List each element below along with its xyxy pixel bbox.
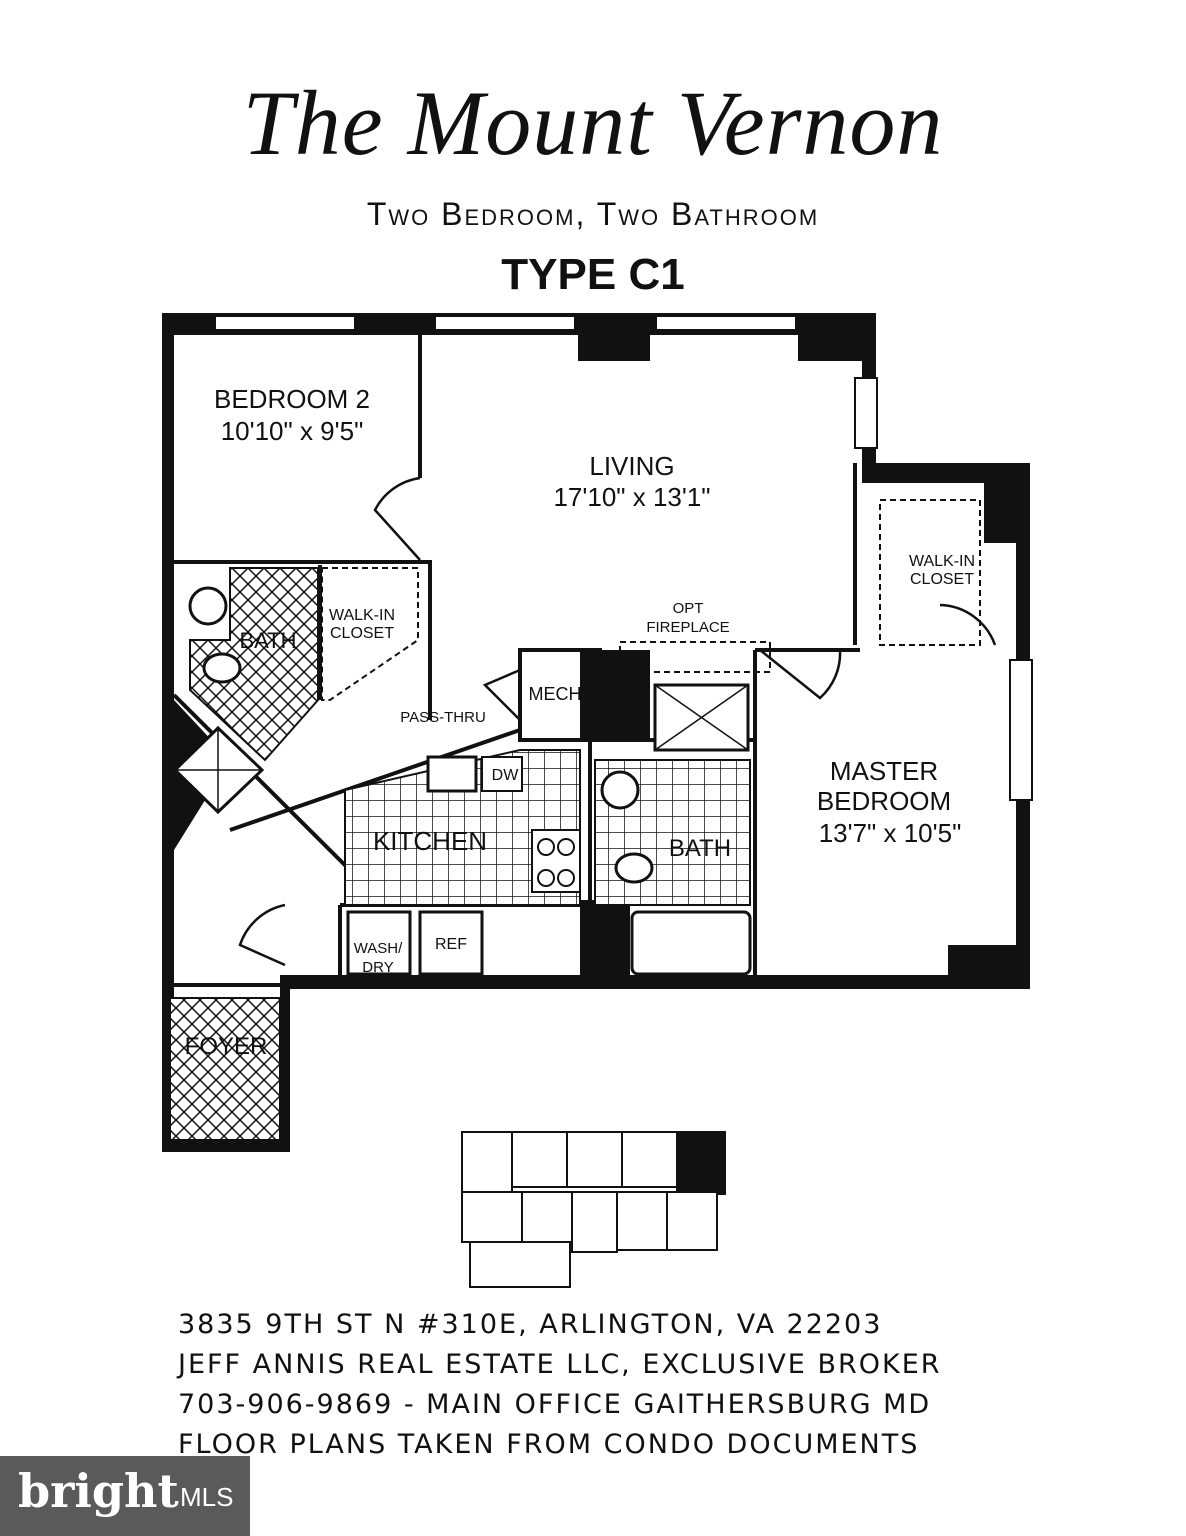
door-swings: [238, 476, 997, 967]
pass-thru-label: PASS-THRU: [400, 709, 486, 726]
burners: [537, 838, 575, 887]
wash-label: WASH/: [354, 940, 403, 957]
windows: [214, 315, 1033, 801]
fireplace-label: FIREPLACE: [646, 619, 729, 636]
walkin-closet-2: [879, 499, 981, 646]
master-label-bottom: BEDROOM: [817, 786, 951, 816]
living-size: 17'10" x 13'1": [553, 482, 710, 512]
bath-2-label: BATH: [669, 835, 731, 862]
bright-mls-logo: bright MLS: [0, 1456, 250, 1536]
plan-title: The Mount Vernon: [242, 72, 944, 174]
ref-label: REF: [435, 936, 467, 953]
logo-mls: MLS: [180, 1482, 234, 1512]
floor-plan: BEDROOM 2 10'10" x 9'5" LIVING 17'10" x …: [162, 313, 1033, 1288]
walkin-closet-1-top: WALK-IN: [329, 607, 395, 624]
foyer-label: FOYER: [185, 1033, 268, 1060]
source-line: FLOOR PLANS TAKEN FROM CONDO DOCUMENTS: [178, 1429, 920, 1460]
master-size: 13'7" x 10'5": [819, 818, 962, 848]
refrigerator: [418, 910, 484, 976]
dishwasher: [481, 756, 523, 792]
walkin-closet-2-top: WALK-IN: [909, 553, 975, 570]
mech-label: MECH: [529, 684, 582, 704]
bath-1-floor: [172, 567, 319, 815]
plan-subtitle: Two Bedroom, Two Bathroom: [366, 196, 820, 232]
broker-line: JEFF ANNIS REAL ESTATE LLC, EXCLUSIVE BR…: [178, 1349, 942, 1380]
kitchen-label: KITCHEN: [373, 826, 487, 856]
bath-2-toilet: [614, 852, 654, 884]
opt-label: OPT: [673, 600, 704, 617]
master-label-top: MASTER: [830, 756, 938, 786]
bath-2-sink: [600, 770, 640, 810]
walkin-closet-1: [321, 567, 419, 701]
listing-info: 3835 9TH ST N #310E, ARLINGTON, VA 22203…: [178, 1305, 942, 1465]
address-line: 3835 9TH ST N #310E, ARLINGTON, VA 22203: [178, 1309, 883, 1340]
kitchen-sink: [426, 755, 478, 793]
bath-1-label: BATH: [239, 628, 296, 653]
bathtub: [630, 910, 752, 976]
living-label: LIVING: [589, 451, 674, 481]
dw-label: DW: [492, 767, 520, 784]
logo-wordmark: bright: [18, 1464, 179, 1518]
unit-type: TYPE C1: [501, 250, 685, 299]
bedroom-2-label: BEDROOM 2: [214, 384, 370, 414]
building-key-plan: [461, 1131, 726, 1288]
bedroom-2-size: 10'10" x 9'5": [221, 416, 364, 446]
phone-line: 703-906-9869 - MAIN OFFICE GAITHERSBURG …: [178, 1389, 932, 1420]
dry-label: DRY: [362, 959, 393, 976]
washer-dryer: [346, 910, 412, 976]
walkin-closet-1-bottom: CLOSET: [330, 625, 394, 642]
foyer-floor: [169, 997, 281, 1141]
walkin-closet-2-bottom: CLOSET: [910, 571, 974, 588]
